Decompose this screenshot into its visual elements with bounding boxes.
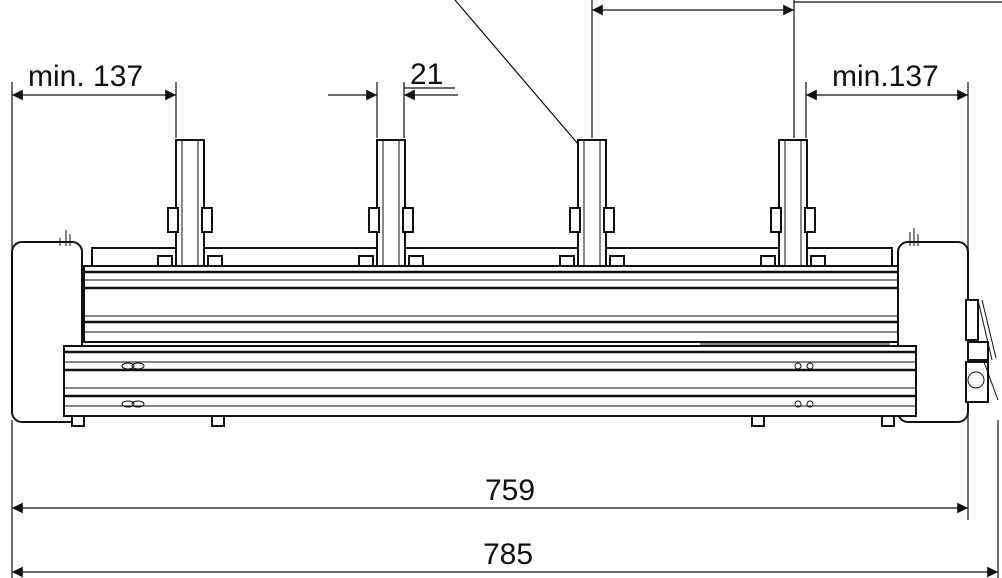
- dimension-spacing: 21: [328, 58, 458, 138]
- dimension-outer-width: 785: [11, 420, 999, 578]
- dimension-min-left: min. 137: [11, 60, 177, 250]
- bracket-1: [157, 139, 223, 267]
- bracket-4: [760, 139, 826, 267]
- dimension-min-right: min.137: [805, 60, 969, 520]
- dimension-label-min-left: min. 137: [28, 60, 143, 93]
- dimension-label-min-right: min.137: [832, 60, 939, 93]
- dimension-label-spacing: 21: [410, 58, 443, 91]
- side-hardware: [965, 299, 999, 403]
- dimension-top-partial: [454, 0, 1002, 159]
- dimension-inner-width: 759: [11, 420, 968, 518]
- dimension-label-inner-width: 759: [485, 474, 535, 507]
- dimension-label-outer-width: 785: [483, 538, 533, 571]
- bracket-3: [559, 139, 625, 267]
- bracket-2: [358, 139, 424, 267]
- mounting-brackets: [157, 139, 826, 267]
- machine-body: [11, 228, 999, 427]
